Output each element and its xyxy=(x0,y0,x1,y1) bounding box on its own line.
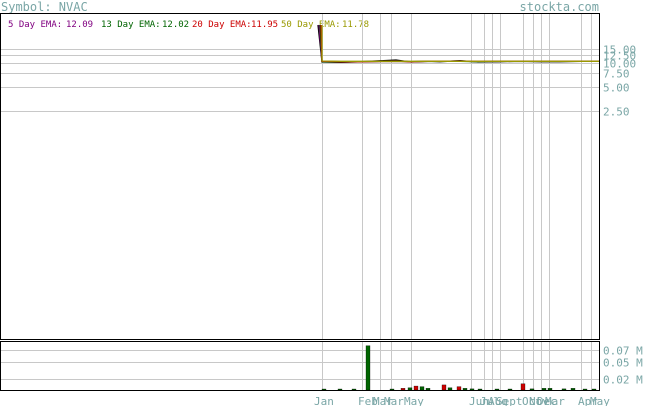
legend-value-13day-ema: 12.02 xyxy=(162,20,189,30)
date-tick-label: Dec xyxy=(537,395,557,406)
volume-bar xyxy=(520,383,526,391)
date-tick-label: May xyxy=(590,395,610,406)
volume-bar xyxy=(447,387,453,391)
volume-bar xyxy=(456,386,462,391)
price-tick-label: 10.00 xyxy=(603,58,636,71)
legend-label-13day-ema: 13 Day EMA: xyxy=(101,20,161,30)
volume-bar xyxy=(351,388,357,391)
date-tick-label: Mar xyxy=(545,395,565,406)
volume-bar xyxy=(407,387,413,391)
volume-bar xyxy=(462,388,468,391)
volume-bar xyxy=(570,388,576,391)
volume-bar xyxy=(561,388,567,391)
price-tick-label: 7.50 xyxy=(603,68,630,81)
month-gridlines xyxy=(322,14,592,390)
volume-bar xyxy=(389,388,395,391)
volume-bar xyxy=(337,388,343,391)
volume-bar xyxy=(425,388,431,391)
volume-bar xyxy=(321,388,327,391)
price-gridlines xyxy=(1,49,599,112)
series-line-4 xyxy=(321,25,599,62)
date-tick-label: Nov xyxy=(529,395,549,406)
price-series xyxy=(317,24,599,63)
volume-bar xyxy=(494,388,500,391)
date-tick-label: Jan xyxy=(314,395,334,406)
date-tick-label: May xyxy=(404,395,424,406)
legend-value-50day-ema: 11.78 xyxy=(342,20,369,30)
date-tick-label: Jun xyxy=(469,395,489,406)
price-tick-label: 15.00 xyxy=(603,44,636,57)
date-tick-label: Mar xyxy=(384,395,404,406)
date-tick-label: Aug xyxy=(488,395,508,406)
volume-bar xyxy=(419,386,425,391)
legend-label-50day-ema: 50 Day EMA: xyxy=(281,20,341,30)
date-tick-label: Sept xyxy=(496,395,523,406)
volume-bar xyxy=(441,384,447,391)
volume-gridlines xyxy=(1,350,599,380)
legend-value-20day-ema: 11.95 xyxy=(251,20,278,30)
date-tick-label: Mar xyxy=(373,395,393,406)
volume-bar xyxy=(413,385,419,391)
price-tick-label: 2.50 xyxy=(603,106,630,119)
price-panel xyxy=(0,13,600,340)
volume-panel xyxy=(0,341,600,391)
price-tick-label: 5.00 xyxy=(603,82,630,95)
volume-bar xyxy=(529,388,535,391)
volume-bar xyxy=(400,388,406,391)
date-tick-label: Jul xyxy=(480,395,500,406)
volume-tick-label: 0.05 M xyxy=(603,357,643,370)
volume-tick-label: 0.02 M xyxy=(603,374,643,387)
price-tick-label: 12.50 xyxy=(603,50,636,63)
volume-bars xyxy=(321,345,597,391)
volume-bar xyxy=(591,388,597,391)
brand-label: stockta.com xyxy=(520,0,599,14)
volume-tick-label: 0.07 M xyxy=(603,345,643,358)
legend-label-5day-ema: 5 Day EMA: xyxy=(8,20,62,30)
volume-axis: 0.07 M0.05 M 0.02 M xyxy=(603,345,643,387)
legend-label-20day-ema: 20 Day EMA: xyxy=(192,20,252,30)
legend-value-5day-ema: 12.09 xyxy=(66,20,93,30)
volume-bar xyxy=(507,388,513,391)
volume-bar xyxy=(477,388,483,391)
volume-bar xyxy=(469,388,475,391)
volume-bar xyxy=(365,345,371,391)
volume-bar xyxy=(582,388,588,391)
date-tick-label: Feb xyxy=(358,395,378,406)
volume-bar xyxy=(541,388,547,391)
date-tick-label: Apr xyxy=(578,395,598,406)
svg-text:5 Day EMA: 12.09 13 Da: 5 Day EMA: 12.09 13 Day EMA: 12.02 20 Da… xyxy=(8,20,369,30)
volume-bar xyxy=(547,388,553,391)
date-tick-label: Oct xyxy=(522,395,542,406)
symbol-label: Symbol: NVAC xyxy=(1,0,88,14)
